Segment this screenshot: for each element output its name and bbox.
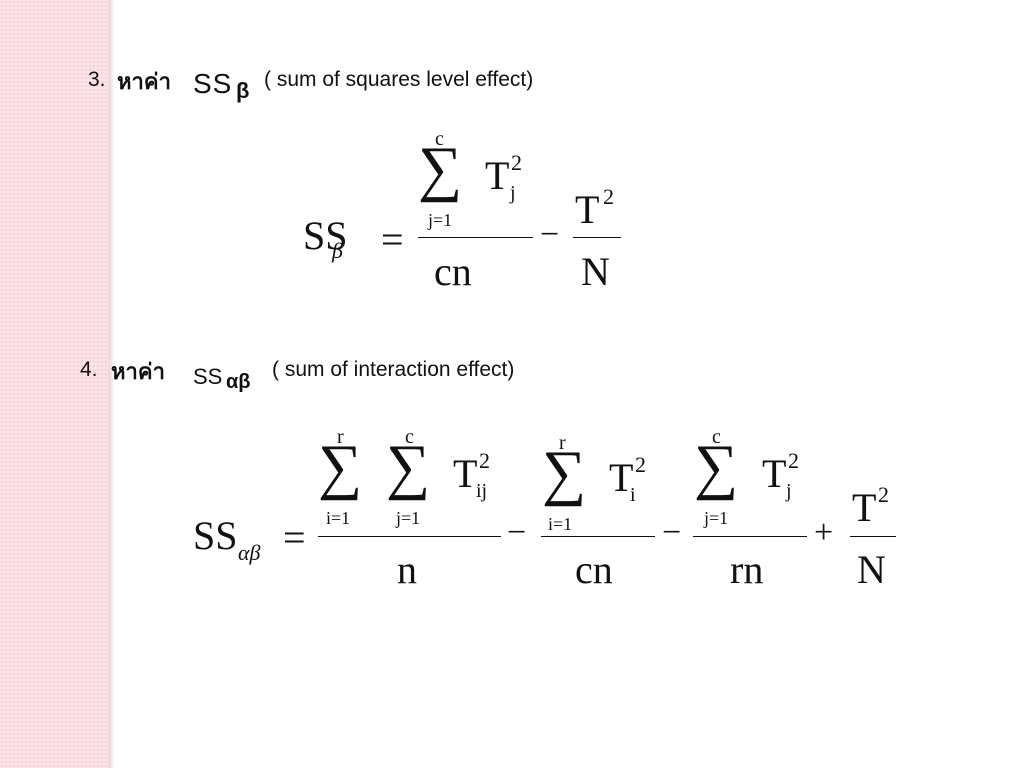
f4-frac2-term-sup: 2 [635, 452, 646, 477]
f4-frac2-bar [541, 536, 655, 537]
f4-frac4-denominator: N [857, 547, 886, 592]
f4-frac1-lower-2: j=1 [396, 508, 421, 528]
f3-fraction-bar-1 [418, 237, 533, 238]
f4-frac1-upper-2: c [405, 426, 414, 448]
f4-frac1-term-base: T [453, 451, 478, 496]
f3-second-num-sup: 2 [603, 184, 614, 209]
f3-sum-upper: c [435, 128, 444, 150]
f3-term-sup: 2 [511, 150, 522, 175]
item3-symbol: SS [193, 68, 233, 99]
f3-term-base: T [485, 153, 510, 198]
f4-frac2-upper: r [559, 432, 566, 454]
f4-frac2-term-sub: i [630, 484, 636, 506]
f4-frac4-bar [850, 536, 896, 537]
f4-frac1-denominator: n [397, 547, 417, 592]
f3-second-den: N [581, 249, 610, 294]
f4-frac3-term-sub: j [786, 480, 792, 502]
f4-frac1-lower-1: i=1 [326, 508, 351, 528]
f4-lhs-subscript: αβ [238, 540, 261, 565]
f4-frac2-lower: i=1 [548, 514, 573, 534]
f4-frac1-upper-1: r [337, 426, 344, 448]
item4-symbol-subscript: αβ [226, 371, 251, 393]
f4-frac1-sum-1: ∑ [318, 433, 363, 501]
f4-frac3-sum: ∑ [694, 433, 739, 501]
f4-minus-2: − [662, 514, 682, 551]
f4-minus-1: − [507, 514, 527, 551]
f4-frac4-num: T [852, 485, 877, 530]
f4-frac3-term-base: T [762, 451, 787, 496]
item4-description: ( sum of interaction effect) [272, 358, 515, 381]
f4-frac2-term-base: T [609, 455, 634, 500]
item3-symbol-subscript: β [236, 78, 250, 103]
f3-minus: − [540, 216, 560, 253]
item3-number: 3. [88, 68, 106, 91]
f3-term-sub: j [510, 182, 516, 204]
f3-lhs: SS [303, 213, 348, 258]
f3-sum-symbol: ∑ [418, 135, 463, 203]
decorative-sidebar [0, 0, 112, 768]
f3-second-num: T [575, 187, 600, 232]
f4-frac3-bar [693, 536, 807, 537]
f4-frac4-num-sup: 2 [878, 482, 889, 507]
f4-frac1-bar [318, 536, 501, 537]
item3-description: ( sum of squares level effect) [264, 68, 534, 91]
f3-equals: = [381, 217, 404, 262]
f3-denominator: cn [434, 249, 472, 294]
f4-lhs: SS [193, 513, 238, 558]
f4-frac3-lower: j=1 [704, 508, 729, 528]
f4-equals: = [283, 515, 306, 560]
item4-number: 4. [80, 358, 98, 381]
item4-symbol: SS [193, 364, 223, 389]
f4-frac2-denominator: cn [575, 547, 613, 592]
item4-thai-label: หาค่า [111, 359, 165, 384]
sidebar-edge [108, 0, 114, 768]
f4-frac2-sum: ∑ [542, 439, 587, 507]
f3-fraction-bar-2 [573, 237, 621, 238]
f4-frac3-term-sup: 2 [788, 448, 799, 473]
item3-thai-label: หาค่า [117, 69, 171, 94]
f4-plus: + [814, 514, 834, 551]
f4-frac1-term-sup: 2 [479, 448, 490, 473]
f4-frac1-sum-2: ∑ [386, 433, 431, 501]
f3-lhs-subscript: β [332, 238, 343, 263]
f3-sum-lower: j=1 [428, 210, 453, 230]
f4-frac1-term-sub: ij [476, 480, 488, 502]
f4-frac3-denominator: rn [730, 547, 764, 592]
f4-frac3-upper: c [712, 426, 721, 448]
